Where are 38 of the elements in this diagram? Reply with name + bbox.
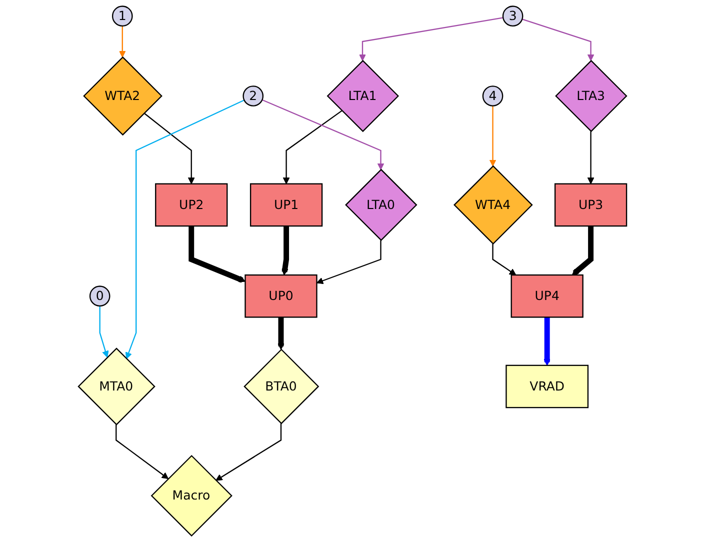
node-diamond: Macro xyxy=(150,454,232,537)
arrow xyxy=(492,244,516,276)
node-diamond: LTA1 xyxy=(326,60,399,132)
arrow xyxy=(262,99,384,170)
arrow xyxy=(359,17,504,62)
arrow xyxy=(144,112,195,184)
node-box: UP2 xyxy=(155,183,228,227)
node-diamond: MTA0 xyxy=(78,348,156,426)
node-diamond: WTA2 xyxy=(83,56,162,136)
node-box: UP4 xyxy=(510,274,584,318)
node-box: VRAD xyxy=(506,364,589,408)
node-box: UP3 xyxy=(554,183,628,227)
arrow xyxy=(99,306,109,358)
arrow xyxy=(278,317,284,350)
arrow xyxy=(188,226,246,283)
arrow xyxy=(118,26,126,58)
arrow xyxy=(544,317,551,366)
node-diamond: BTA0 xyxy=(244,348,320,424)
arrow xyxy=(572,226,594,276)
arrow xyxy=(522,18,594,62)
arrow xyxy=(116,424,169,480)
node-diamond: LTA3 xyxy=(555,60,628,132)
node-box: UP1 xyxy=(250,183,323,227)
arrow xyxy=(282,110,342,184)
arrow xyxy=(587,131,594,184)
node-circle: 3 xyxy=(502,6,524,26)
node-circle: 4 xyxy=(482,86,504,106)
node-diamond: LTA0 xyxy=(345,168,418,242)
node-circle: 2 xyxy=(242,86,264,106)
node-diamond: WTA4 xyxy=(454,165,533,245)
arrow xyxy=(489,106,496,166)
node-circle: 0 xyxy=(89,286,110,307)
arrow xyxy=(125,100,244,360)
arrow xyxy=(216,423,282,481)
arrow xyxy=(316,240,382,284)
arrow xyxy=(282,226,290,276)
node-circle: 1 xyxy=(112,6,133,26)
node-box: UP0 xyxy=(244,274,318,318)
